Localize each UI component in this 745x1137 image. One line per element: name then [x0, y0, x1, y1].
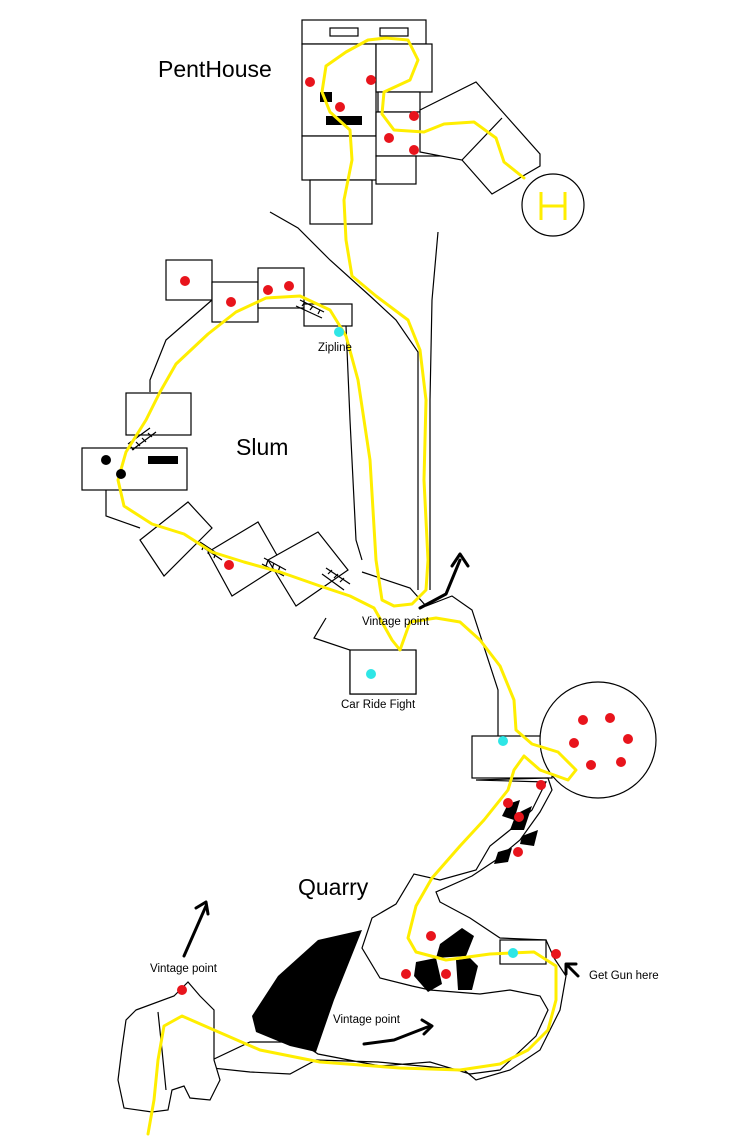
- markers: [101, 75, 633, 995]
- poi-label-vantage-left: Vintage point: [150, 963, 218, 975]
- direction-arrows: [182, 552, 580, 1046]
- enemy-marker: [305, 77, 315, 87]
- enemy-marker: [616, 757, 626, 767]
- poi-label-vantage-bottom: Vintage point: [333, 1014, 401, 1026]
- center-area: [313, 571, 657, 799]
- poi-label-car-ride-fight: Car Ride Fight: [341, 699, 416, 711]
- obstacle-marker: [101, 455, 111, 465]
- enemy-marker: [335, 102, 345, 112]
- ladder-4: [321, 567, 351, 591]
- enemy-marker: [224, 560, 234, 570]
- enemy-marker: [503, 798, 513, 808]
- enemy-marker: [569, 738, 579, 748]
- enemy-marker: [401, 969, 411, 979]
- enemy-marker: [623, 734, 633, 744]
- arrow-gun: [564, 962, 580, 978]
- enemy-marker: [180, 276, 190, 286]
- objective-marker: [334, 327, 344, 337]
- enemy-marker: [366, 75, 376, 85]
- quarry-area: [117, 777, 567, 1113]
- enemy-marker: [409, 111, 419, 121]
- enemy-marker: [586, 760, 596, 770]
- enemy-marker: [441, 969, 451, 979]
- enemy-marker: [226, 297, 236, 307]
- arrow-top: [418, 552, 470, 610]
- obstacle-marker: [116, 469, 126, 479]
- objective-marker: [366, 669, 376, 679]
- enemy-marker: [536, 780, 546, 790]
- area-label-penthouse: PentHouse: [158, 56, 272, 82]
- objective-marker: [508, 948, 518, 958]
- penthouse-building: [301, 19, 585, 237]
- enemy-marker: [384, 133, 394, 143]
- enemy-marker: [578, 715, 588, 725]
- enemy-marker: [426, 931, 436, 941]
- objective-marker: [498, 736, 508, 746]
- enemy-marker: [284, 281, 294, 291]
- enemy-marker: [551, 949, 561, 959]
- poi-label-zipline: Zipline: [318, 342, 352, 354]
- area-label-slum: Slum: [236, 434, 288, 460]
- player-route: [116, 36, 578, 1136]
- enemy-marker: [409, 145, 419, 155]
- arrow-bottom: [362, 1018, 434, 1046]
- area-label-quarry: Quarry: [298, 874, 369, 900]
- arrow-left: [182, 900, 210, 958]
- helipad-icon: [539, 192, 567, 220]
- enemy-marker: [177, 985, 187, 995]
- slum-buildings: [81, 259, 353, 607]
- enemy-marker: [513, 847, 523, 857]
- corridor-walls: [269, 211, 439, 590]
- poi-label-get-gun: Get Gun here: [589, 970, 659, 982]
- enemy-marker: [514, 812, 524, 822]
- enemy-marker: [263, 285, 273, 295]
- enemy-marker: [605, 713, 615, 723]
- poi-label-vantage-top: Vintage point: [362, 616, 430, 628]
- ladder-5: [295, 299, 325, 319]
